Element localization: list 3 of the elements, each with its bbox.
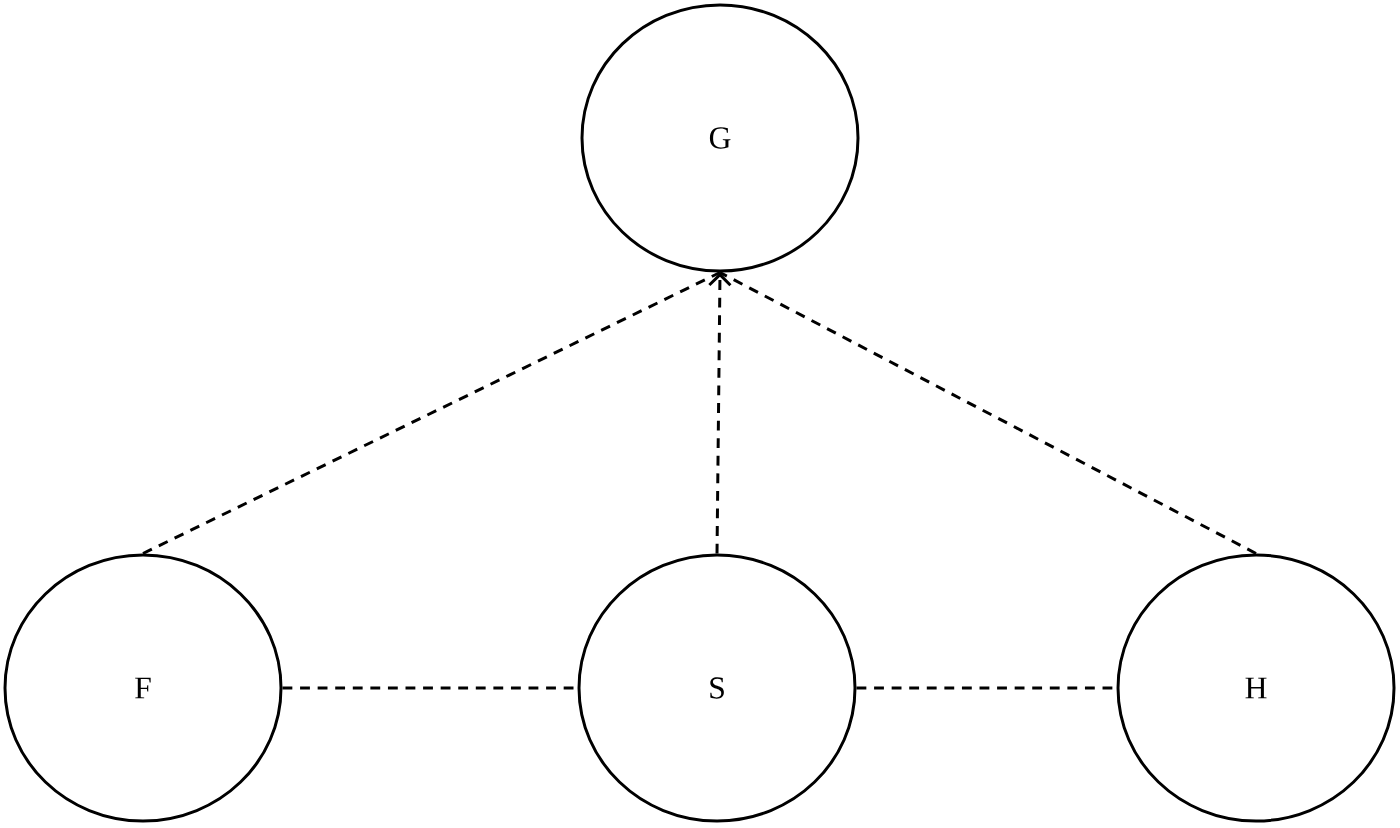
dashed-line bbox=[708, 272, 732, 554]
dashed-line bbox=[142, 271, 721, 555]
dashed-line bbox=[719, 271, 1257, 555]
